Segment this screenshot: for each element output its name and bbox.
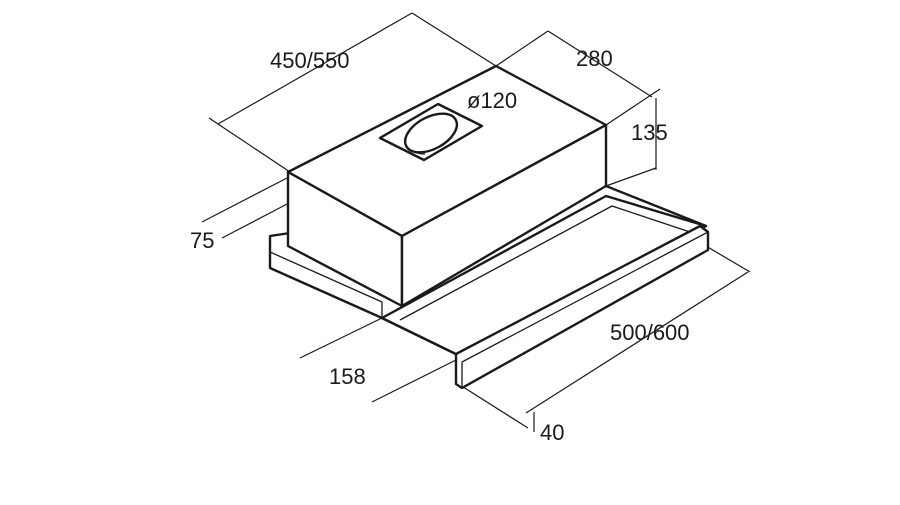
dimension-lines [201,12,751,432]
label-duct-diameter: ø120 [467,88,517,113]
label-depth: 450/550 [270,48,350,73]
ext-line-base-top [201,176,290,223]
dim-line-front-depth [371,359,457,403]
ext-line-depth-left [208,117,291,173]
ext-line-front-depth-top [299,317,383,359]
base-slab-lower-edge [269,267,383,319]
label-base-height: 75 [190,228,214,253]
dimension-labels: 450/550 280 ø120 135 75 158 500/600 40 [190,46,690,445]
ext-line-base-bottom [221,202,290,239]
housing-front-face [400,123,608,308]
label-front-depth: 158 [329,364,366,389]
hood-body [268,64,710,390]
duct-inner-edge [404,143,426,155]
label-width-top: 280 [576,46,613,71]
ext-line-front-width-left [459,384,529,429]
ext-line-body-height [605,167,657,187]
ext-line-width-right [605,88,661,126]
front-bar-edge [461,231,709,363]
label-front-width: 500/600 [610,320,690,345]
label-body-height: 135 [631,120,668,145]
front-bar [454,224,710,390]
dim-line-width-top [547,30,653,98]
ext-line-front-width-right [705,245,751,273]
base-slab-edge [269,251,383,303]
slide-drawer-groove [399,205,691,321]
slide-drawer-top [380,194,708,358]
ext-line-width-left [495,30,549,67]
label-front-thickness: 40 [540,420,564,445]
dim-line-depth [217,12,413,125]
ext-line-depth-right [411,12,497,67]
dim-line-front-width [525,271,749,414]
